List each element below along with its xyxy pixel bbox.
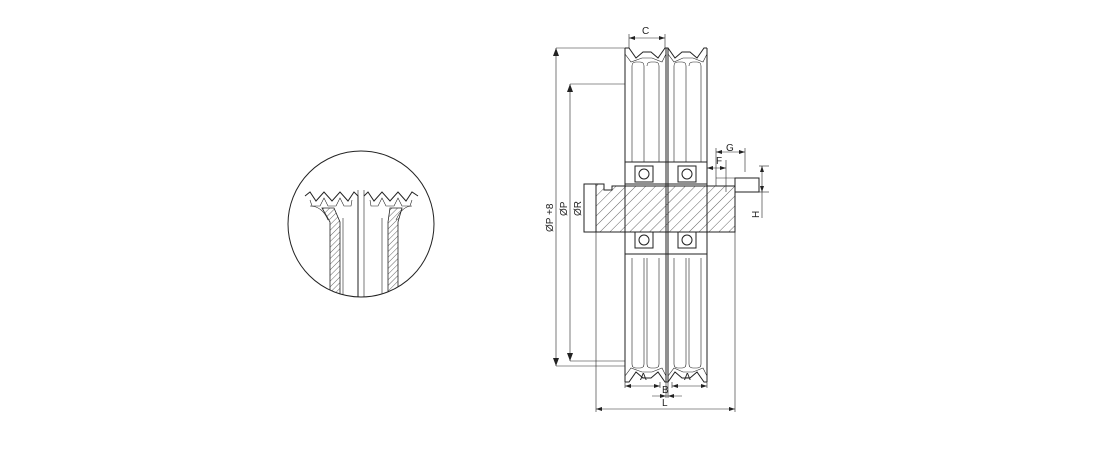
label-diam-p: ØP — [559, 201, 570, 216]
label-a-right: A — [684, 372, 691, 383]
detail-rim-left — [304, 191, 359, 297]
bearing-lower-right — [677, 231, 697, 249]
detail-circle — [287, 150, 435, 298]
hub-upper — [624, 161, 708, 185]
label-c: C — [642, 26, 649, 37]
label-diam-r: ØR — [573, 201, 584, 216]
label-diam-p-plus-8: ØP +8 — [545, 203, 556, 232]
detail-rim-right — [363, 191, 419, 202]
shaft-extension — [734, 177, 760, 193]
label-b: B — [662, 385, 669, 396]
label-g: G — [726, 143, 734, 154]
pulley-section-view — [583, 47, 760, 383]
shaft-section — [595, 183, 736, 233]
label-h: H — [751, 211, 762, 218]
bearing-upper-right — [677, 165, 697, 183]
label-a-left: A — [640, 372, 647, 383]
detail-view — [287, 150, 435, 298]
label-l: L — [662, 398, 668, 409]
bearing-lower-left — [634, 231, 654, 249]
label-f: F — [716, 156, 722, 167]
bearing-upper-left — [634, 165, 654, 183]
detail-web-left — [321, 207, 341, 297]
shaft-collar — [583, 183, 597, 233]
dimensions: ØP +8 ØP ØR C G F H A — [545, 26, 769, 412]
detail-web-right — [387, 207, 403, 297]
